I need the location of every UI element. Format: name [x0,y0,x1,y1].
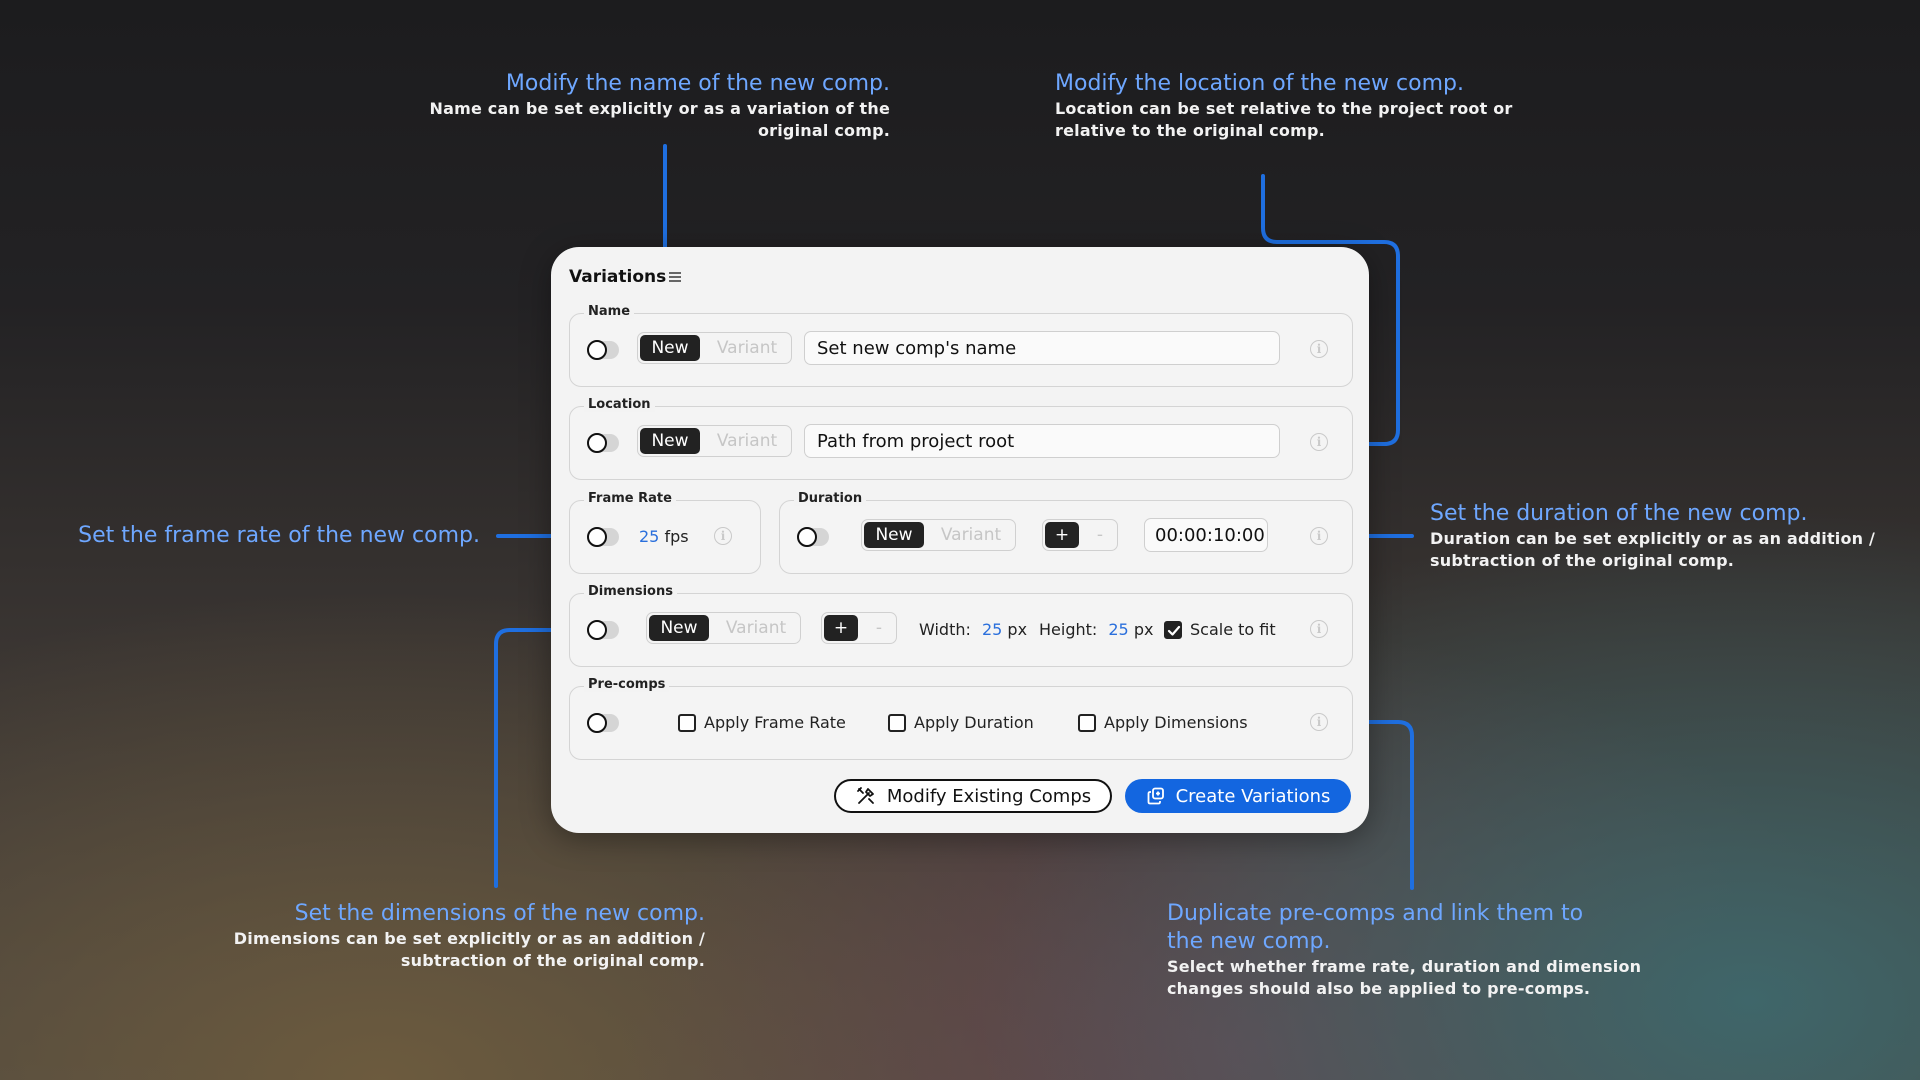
frame-rate-label: Frame Rate [584,491,676,506]
precomps-toggle[interactable] [587,713,619,733]
scale-to-fit-label: Scale to fit [1190,620,1276,639]
duration-toggle[interactable] [797,527,829,547]
annotation-precomps-desc-2: changes should also be applied to pre-co… [1167,979,1591,998]
height-label: Height: [1039,620,1098,639]
variations-panel: Variations Name New Variant Set new comp… [551,247,1369,833]
width-row: Width: 25 px [919,620,1027,639]
annotation-dimensions-desc-2: subtraction of the original comp. [400,951,705,970]
dimensions-mode-new[interactable]: New [649,615,709,641]
name-group: Name New Variant Set new comp's name i [569,304,1353,387]
frame-rate-toggle[interactable] [587,527,619,547]
precomps-info-icon[interactable]: i [1310,713,1328,731]
duration-group: Duration New Variant + - 00:00:10:00 i [779,491,1353,574]
annotation-location-desc-2: relative to the original comp. [1055,121,1325,140]
location-mode-new[interactable]: New [640,428,700,454]
create-variations-label: Create Variations [1175,785,1331,807]
tools-icon [856,787,874,804]
panel-title: Variations [569,267,667,287]
duration-sign-segment[interactable]: + - [1042,519,1118,551]
dimensions-mode-segment[interactable]: New Variant [646,612,801,644]
apply-dimensions-label: Apply Dimensions [1104,713,1248,732]
location-group: Location New Variant Path from project r… [569,397,1353,480]
annotation-precomps-title-1: Duplicate pre-comps and link them to [1167,901,1584,926]
duplicate-icon [1147,787,1164,805]
location-label: Location [584,397,655,412]
annotation-precomps-desc-1: Select whether frame rate, duration and … [1167,957,1642,976]
annotation-duration-desc-1: Duration can be set explicitly or as an … [1430,529,1876,548]
precomps-label: Pre-comps [584,677,670,692]
annotation-duration-title: Set the duration of the new comp. [1430,501,1808,526]
duration-plus[interactable]: + [1045,522,1079,548]
height-row: Height: 25 px [1039,620,1153,639]
height-value[interactable]: 25 [1108,620,1129,639]
name-label: Name [584,304,635,319]
annotation-name: Modify the name of the new comp. Name ca… [420,70,891,142]
duration-mode-new[interactable]: New [864,522,924,548]
scale-to-fit-checkbox[interactable] [1164,621,1182,639]
duration-info-icon[interactable]: i [1310,527,1328,545]
annotation-location: Modify the location of the new comp. Loc… [1055,70,1575,142]
annotation-name-desc-2: original comp. [757,121,890,140]
apply-frame-rate-label: Apply Frame Rate [704,713,846,732]
dimensions-group: Dimensions New Variant + - Width: 25 px … [569,584,1353,667]
location-mode-segment[interactable]: New Variant [637,425,792,457]
name-info-icon[interactable]: i [1310,340,1328,358]
annotation-precomps: Duplicate pre-comps and link them to the… [1167,900,1667,1000]
name-mode-variant[interactable]: Variant [716,338,778,358]
duration-label: Duration [794,491,867,506]
width-value[interactable]: 25 [981,620,1003,639]
modify-existing-comps-label: Modify Existing Comps [886,785,1092,807]
frame-rate-value[interactable]: 25 [639,527,660,546]
dimensions-sign-segment[interactable]: + - [821,612,897,644]
annotation-dimensions-desc-1: Dimensions can be set explicitly or as a… [233,929,705,948]
annotation-dimensions-title: Set the dimensions of the new comp. [294,901,705,926]
frame-rate-value-row[interactable]: 25 fps [639,527,689,546]
annotation-name-title: Modify the name of the new comp. [505,71,890,96]
width-label: Width: [919,620,971,639]
name-toggle[interactable] [587,340,619,360]
frame-rate-unit: fps [664,527,689,546]
modify-existing-comps-button[interactable]: Modify Existing Comps [834,779,1112,813]
dimensions-info-icon[interactable]: i [1310,620,1328,638]
duration-minus[interactable]: - [1096,525,1104,545]
duration-mode-variant[interactable]: Variant [940,525,1002,545]
dimensions-toggle[interactable] [587,620,619,640]
check-icon [1167,625,1181,636]
precomps-group: Pre-comps Apply Frame Rate Apply Duratio… [569,677,1353,760]
dimensions-minus[interactable]: - [875,618,883,638]
dimensions-mode-variant[interactable]: Variant [725,618,787,638]
location-mode-variant[interactable]: Variant [716,431,778,451]
apply-frame-rate-checkbox[interactable] [678,714,696,732]
duration-mode-segment[interactable]: New Variant [861,519,1016,551]
annotation-name-desc-1: Name can be set explicitly or as a varia… [429,99,890,118]
apply-duration-label: Apply Duration [914,713,1034,732]
menu-icon[interactable] [669,272,681,282]
dimensions-label: Dimensions [584,584,677,599]
annotation-dimensions: Set the dimensions of the new comp. Dime… [200,900,705,972]
location-input[interactable]: Path from project root [804,424,1280,458]
width-unit: px [1007,620,1028,639]
frame-rate-info-icon[interactable]: i [714,527,732,545]
name-input[interactable]: Set new comp's name [804,331,1280,365]
create-variations-button[interactable]: Create Variations [1125,779,1351,813]
frame-rate-group: Frame Rate 25 fps i [569,491,761,574]
name-mode-segment[interactable]: New Variant [637,332,792,364]
annotation-frame-rate-title: Set the frame rate of the new comp. [78,523,480,548]
annotation-location-desc-1: Location can be set relative to the proj… [1055,99,1513,118]
annotation-frame-rate: Set the frame rate of the new comp. [40,522,480,550]
location-info-icon[interactable]: i [1310,433,1328,451]
location-toggle[interactable] [587,433,619,453]
duration-time-input[interactable]: 00:00:10:00 [1144,518,1268,552]
annotation-duration-desc-2: subtraction of the original comp. [1430,551,1735,570]
apply-duration-checkbox[interactable] [888,714,906,732]
height-unit: px [1133,620,1154,639]
annotation-precomps-title-2: the new comp. [1167,929,1331,954]
dimensions-plus[interactable]: + [824,615,858,641]
name-mode-new[interactable]: New [640,335,700,361]
annotation-duration: Set the duration of the new comp. Durati… [1430,500,1900,572]
apply-dimensions-checkbox[interactable] [1078,714,1096,732]
annotation-location-title: Modify the location of the new comp. [1055,71,1464,96]
